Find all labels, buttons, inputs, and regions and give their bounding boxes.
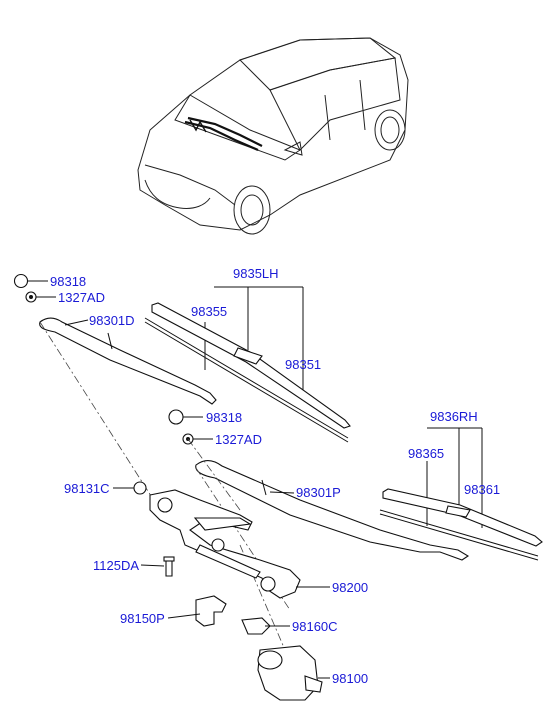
right-cap-group — [168, 409, 194, 445]
vehicle-illustration — [137, 37, 409, 235]
label-refill-rh[interactable]: 98365 — [408, 446, 444, 461]
linkage-assembly — [133, 481, 323, 701]
cap-right[interactable] — [168, 409, 184, 425]
leader-lines — [28, 280, 330, 679]
label-nut-right[interactable]: 1327AD — [215, 432, 262, 447]
label-motor[interactable]: 98100 — [332, 671, 368, 686]
arm-left[interactable] — [39, 317, 217, 405]
cap-left[interactable] — [13, 273, 29, 289]
callout-labels: 98318 1327AD 98301D 9835LH 98355 98351 9… — [50, 266, 500, 686]
bracket[interactable] — [195, 595, 227, 627]
label-pivot-cap[interactable]: 98131C — [64, 481, 110, 496]
label-arm-left[interactable]: 98301D — [89, 313, 135, 328]
left-wiper-group — [13, 273, 217, 405]
label-cap-right[interactable]: 98318 — [206, 410, 242, 425]
label-nut-left[interactable]: 1327AD — [58, 290, 105, 305]
blade-rh-group — [379, 427, 543, 561]
label-insert-rh[interactable]: 98361 — [464, 482, 500, 497]
blade-lh[interactable] — [151, 302, 351, 429]
label-arm-right[interactable]: 98301P — [296, 485, 341, 500]
pivot-cap-icon[interactable] — [133, 481, 147, 495]
bolt-icon[interactable] — [165, 559, 173, 577]
label-insert-lh[interactable]: 98351 — [285, 357, 321, 372]
label-refill-lh[interactable]: 98355 — [191, 304, 227, 319]
bracket-small[interactable] — [241, 617, 271, 635]
linkage-frame[interactable] — [149, 489, 301, 599]
label-blade-rh[interactable]: 9836RH — [430, 409, 478, 424]
label-motor-link[interactable]: 98200 — [332, 580, 368, 595]
blade-lh-group — [144, 286, 351, 443]
label-bracket[interactable]: 98150P — [120, 611, 165, 626]
windshield-wiper-highlight — [184, 116, 263, 152]
label-blade-lh[interactable]: 9835LH — [233, 266, 279, 281]
label-cap-left[interactable]: 98318 — [50, 274, 86, 289]
label-bracket-small[interactable]: 98160C — [292, 619, 338, 634]
label-bolt[interactable]: 1125DA — [93, 558, 139, 573]
blade-rh[interactable] — [382, 488, 543, 547]
